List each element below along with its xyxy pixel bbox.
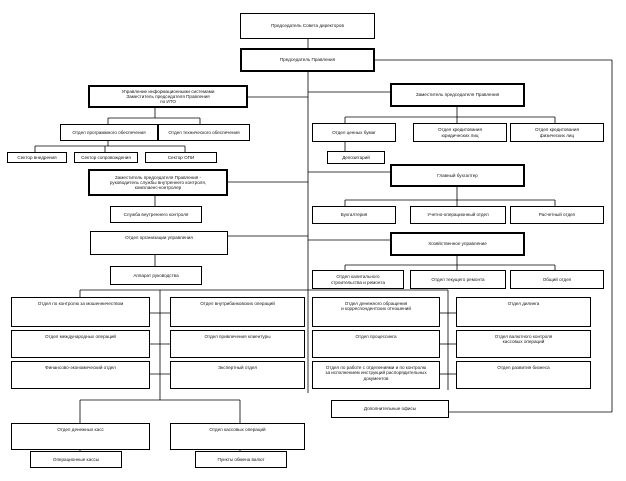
dept-foreign-exchange-box: Отдел внутрибанковских операций: [170, 297, 305, 327]
chief-accountant-box: Главный бухгалтер: [390, 164, 525, 187]
dept-software-box: Отдел программного обеспечения: [60, 124, 158, 141]
sector-support-label: Сектор сопровождения: [81, 154, 131, 160]
dept-credit-legal-box: Отдел кредитования юридических лиц: [413, 123, 507, 142]
dept-accounting-ops-label: Учетно-операционный отдел: [427, 212, 489, 218]
dept-accounting-ops-box: Учетно-операционный отдел: [410, 206, 506, 224]
expert-dept-box: Экспертный отдел: [170, 361, 305, 389]
operational-desks-label: Операционные кассы: [52, 456, 100, 462]
dept-international-box: Отдел международных операций: [11, 330, 150, 358]
admin-mgmt-box: Хозяйственное управление: [390, 232, 525, 256]
dept-correspondent-label: Отдел по работе с отделениями и по контр…: [325, 365, 427, 381]
dept-org-mgmt-label: Отдел организации управления: [125, 235, 193, 240]
dept-cash-desks-label: Отдел денежных касс: [57, 427, 104, 432]
dept-attract-clients-label: Отдел привлечения клиентуры: [204, 334, 271, 339]
dept-business-dev-label: Отдел развития бизнеса: [497, 365, 550, 370]
dept-credit-phys-label: Отдел кредитования физических лиц: [535, 127, 579, 138]
dept-business-dev-box: Отдел развития бизнеса: [456, 361, 591, 389]
chairman-board-box: Председатель Совета директоров: [240, 13, 375, 39]
depository-label: Депозитарий: [342, 154, 370, 160]
dept-securities-box: Отдел ценных бумаг: [312, 123, 396, 142]
dept-financial-economic-box: Финансово-экономический отдел: [11, 361, 150, 389]
dept-cash-operations-label: Отдел валютного контроля кассовых операц…: [494, 334, 553, 345]
accounting-box: Бухгалтерия: [312, 206, 396, 224]
operational-desks-box: Операционные кассы: [30, 451, 122, 468]
dept-capital-repair-box: Отдел капитального строительства и ремон…: [312, 270, 404, 289]
dept-cash-operations-box: Отдел валютного контроля кассовых операц…: [456, 330, 591, 358]
deputy-control-label: Заместитель председателя Правления - рук…: [109, 174, 207, 191]
additional-offices-box: Дополнительные офисы: [331, 400, 449, 418]
depository-box: Депозитарий: [327, 151, 385, 164]
exchange-points-label: Пункты обмена валют: [217, 456, 265, 462]
accounting-label: Бухгалтерия: [340, 212, 368, 218]
chairman-board-label: Председатель Совета директоров: [271, 23, 344, 29]
dept-credit-legal-label: Отдел кредитования юридических лиц: [438, 127, 482, 138]
dept-money-laundering-box: Отдел по контролю за мошенничеством: [11, 297, 150, 327]
dept-cash-ops-label: Отдел кассовых операций: [209, 427, 266, 432]
admin-mgmt-label: Хозяйственное управление: [428, 241, 487, 247]
dept-international-label: Отдел международных операций: [45, 334, 116, 339]
dept-dealing-label: Отдел дилинга: [507, 301, 540, 306]
dept-settlement-box: Расчетный отдел: [510, 206, 604, 224]
deputy-control-box: Заместитель председателя Правления - рук…: [88, 169, 228, 196]
deputy-chairman-box: Заместитель председателя Правления: [390, 83, 525, 107]
internal-control-box: Служба внутреннего контроля: [110, 206, 202, 223]
sector-ops-label: Сектор ОПИ: [167, 154, 195, 160]
sector-dev-box: Сектор внедрения: [7, 152, 67, 163]
dept-financial-economic-label: Финансово-экономический отдел: [45, 365, 116, 370]
chairman-management-label: Председатель Правления: [279, 57, 336, 63]
dept-cash-desks-box: Отдел денежных касс: [11, 423, 150, 450]
sector-ops-box: Сектор ОПИ: [145, 152, 217, 163]
dept-cash-circulation-label: Отдел денежного обращения и корреспонден…: [341, 301, 411, 312]
dept-hardware-label: Отдел технического обеспечения: [168, 129, 240, 135]
general-dept-box: Общий отдел: [510, 270, 604, 289]
dept-dealing-box: Отдел дилинга: [456, 297, 591, 327]
dept-org-mgmt-box: Отдел организации управления: [90, 231, 228, 255]
apparatus-label: Аппарат руководства: [133, 272, 179, 278]
dept-capital-repair-label: Отдел капитального строительства и ремон…: [330, 274, 386, 285]
apparatus-box: Аппарат руководства: [110, 266, 202, 285]
dept-foreign-exchange-label: Отдел внутрибанковских операций: [200, 301, 275, 306]
dept-money-laundering-label: Отдел по контролю за мошенничеством: [37, 301, 124, 306]
chief-accountant-label: Главный бухгалтер: [437, 172, 478, 178]
additional-offices-label: Дополнительные офисы: [363, 406, 417, 412]
dept-correspondent-box: Отдел по работе с отделениями и по контр…: [312, 361, 440, 389]
dept-securities-label: Отдел ценных бумаг: [332, 129, 376, 135]
dept-settlement-label: Расчетный отдел: [538, 212, 576, 218]
dept-processing-label: Отдел процессинга: [355, 334, 397, 339]
exchange-points-box: Пункты обмена валют: [195, 451, 287, 468]
dept-cash-ops-box: Отдел кассовых операций: [170, 423, 305, 450]
deputy-it-label: Управление информационными системами Зам…: [121, 88, 215, 105]
chairman-management-box: Председатель Правления: [240, 48, 375, 72]
dept-processing-box: Отдел процессинга: [312, 330, 440, 358]
dept-software-label: Отдел программного обеспечения: [72, 129, 146, 135]
deputy-chairman-label: Заместитель председателя Правления: [415, 92, 500, 98]
general-dept-label: Общий отдел: [542, 276, 572, 282]
expert-dept-label: Экспертный отдел: [217, 365, 258, 370]
dept-current-repair-box: Отдел текущего ремонта: [410, 270, 506, 289]
sector-support-box: Сектор сопровождения: [74, 152, 138, 163]
sector-dev-label: Сектор внедрения: [17, 154, 57, 160]
dept-hardware-box: Отдел технического обеспечения: [158, 124, 250, 141]
dept-cash-circulation-box: Отдел денежного обращения и корреспонден…: [312, 297, 440, 327]
dept-current-repair-label: Отдел текущего ремонта: [431, 276, 485, 282]
dept-credit-phys-box: Отдел кредитования физических лиц: [510, 123, 604, 142]
deputy-it-box: Управление информационными системами Зам…: [88, 85, 248, 108]
dept-attract-clients-box: Отдел привлечения клиентуры: [170, 330, 305, 358]
internal-control-label: Служба внутреннего контроля: [123, 211, 189, 217]
